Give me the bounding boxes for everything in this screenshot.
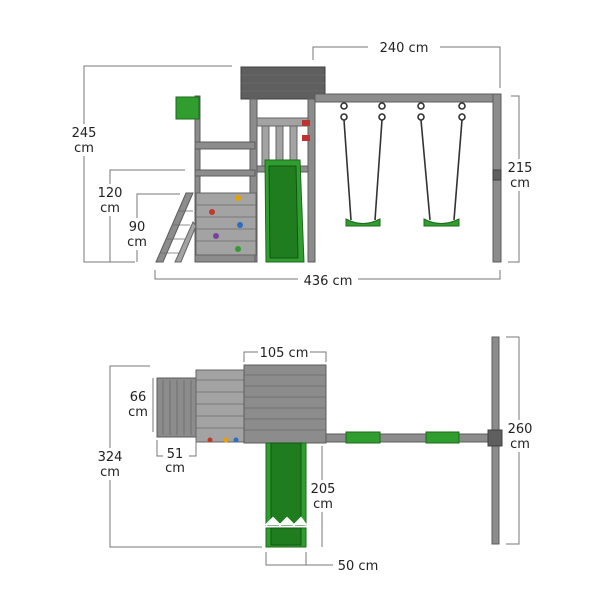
lower-deck-top — [195, 369, 245, 443]
swing-seat — [423, 218, 460, 227]
dim-tower-width-label: 105 cm — [260, 346, 309, 361]
dim-climb-height-label: 90 — [129, 220, 146, 235]
climbing-hold-icon — [233, 437, 239, 443]
ladder — [155, 192, 194, 263]
dim-total-height-label: 245 — [72, 126, 97, 141]
dim-total-depth-label: 324 — [98, 450, 123, 465]
dim-total-length-label: 436 cm — [304, 274, 353, 289]
dim-swing-depth-label: 260 — [508, 422, 533, 437]
swing-left — [340, 102, 386, 227]
dim-platform-height-unit: cm — [100, 201, 120, 216]
side-rail-upper — [194, 141, 256, 150]
dim-ladder-width-label: 51 — [167, 447, 184, 462]
climbing-hold-icon — [209, 209, 215, 215]
side-dimensions: 240 cm 245 cm 120 cm 90 cm 215 cm 43 — [66, 38, 536, 289]
ladder-rail — [174, 221, 197, 263]
dim-total-height-unit: cm — [74, 141, 94, 156]
ladder-top — [156, 377, 197, 438]
flag-icon — [175, 96, 200, 120]
tower-post-right — [307, 98, 316, 263]
slide-break-mark — [265, 516, 307, 527]
dim-slide-length-unit: cm — [313, 497, 333, 512]
dim-swing-depth-unit: cm — [510, 437, 530, 452]
climbing-hold-icon — [223, 437, 229, 443]
climbing-hold-icon — [213, 233, 219, 239]
steering-wheel-icon — [302, 135, 310, 141]
climbing-hold-icon — [237, 222, 243, 228]
top-dimensions: 105 cm 66 cm 51 cm 324 cm 205 cm 50 — [94, 336, 536, 574]
dim-climb-height-unit: cm — [127, 235, 147, 250]
swing-seat — [345, 218, 381, 227]
tower-roof-top — [243, 364, 327, 444]
climbing-hold-icon — [207, 437, 213, 443]
swing-leg-bracket — [492, 169, 502, 181]
top-view: 105 cm 66 cm 51 cm 324 cm 205 cm 50 — [94, 336, 536, 574]
dim-total-depth-unit: cm — [100, 465, 120, 480]
climbing-hold-icon — [235, 246, 241, 252]
dim-slide-width-label: 50 cm — [338, 559, 379, 574]
swing-seat-top — [425, 431, 460, 444]
slide-bed — [268, 165, 299, 259]
tower-rail-top — [256, 117, 309, 127]
dim-swing-width-label: 240 cm — [380, 41, 429, 56]
swing-right — [417, 102, 466, 227]
swing-leg-bracket-top — [487, 429, 503, 447]
telescope-icon — [302, 120, 310, 126]
dim-ladder-width-unit: cm — [165, 461, 185, 476]
side-view: 240 cm 245 cm 120 cm 90 cm 215 cm 43 — [66, 38, 536, 289]
climbing-hold-icon — [235, 195, 241, 201]
slide-end-bed — [270, 527, 302, 546]
dim-ladder-depth-label: 66 — [130, 390, 147, 405]
dim-swing-height-label: 215 — [508, 161, 533, 176]
swing-seat-top — [345, 431, 381, 444]
climbing-wall — [195, 192, 257, 256]
side-rail-base — [194, 254, 256, 263]
slide-top-bed — [270, 442, 302, 524]
dim-ladder-depth-unit: cm — [128, 405, 148, 420]
swing-beam — [314, 93, 502, 103]
side-rail-mid — [194, 169, 256, 177]
dim-swing-height-unit: cm — [510, 176, 530, 191]
dim-slide-length-label: 205 — [311, 482, 336, 497]
dim-platform-height-label: 120 — [98, 186, 123, 201]
